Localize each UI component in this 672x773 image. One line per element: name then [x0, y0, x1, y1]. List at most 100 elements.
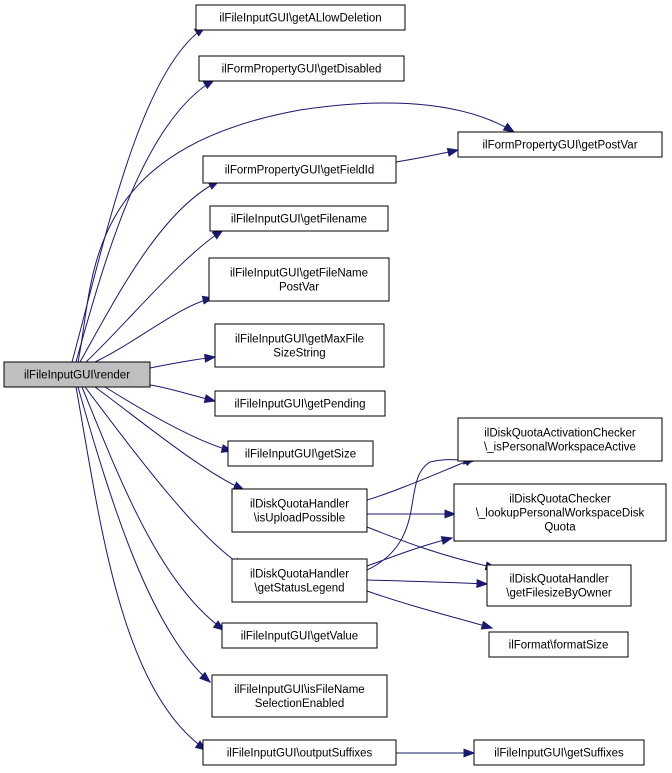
edge-line: [94, 386, 245, 491]
edge-root-to-fileNamePostVar: [94, 295, 215, 363]
node-uploadPossible[interactable]: ilDiskQuotaHandler \isUploadPossible: [231, 488, 368, 533]
node-fieldId[interactable]: ilFormPropertyGUI\getFieldId: [202, 155, 397, 184]
node-box: [488, 631, 629, 658]
node-box: [457, 417, 663, 462]
arrowhead-icon: [203, 394, 217, 403]
node-box: [202, 155, 397, 184]
call-nodes: ilFileInputGUI\render ilFileInputGUI\getA…: [3, 4, 667, 766]
edge-outputSuffixes-to-suffixes: [396, 748, 476, 758]
edge-line: [81, 386, 225, 631]
node-label: ilFileInputGUI\getPending: [234, 399, 365, 411]
node-outputSuffixes[interactable]: ilFileInputGUI\outputSuffixes: [202, 739, 397, 766]
node-label: ilDiskQuotaHandler: [250, 569, 349, 581]
node-label: ilFormat\formatSize: [509, 640, 609, 652]
node-label: ilFileInputGUI\getALlowDeletion: [219, 13, 381, 25]
edge-statusLegend-to-quotaChecker: [366, 536, 454, 567]
node-box: [221, 622, 378, 649]
node-box: [231, 488, 368, 533]
node-box: [457, 131, 663, 158]
edge-root-to-postVar: [77, 102, 516, 363]
edge-root-to-disabled: [75, 79, 216, 363]
node-label: SizeString: [273, 348, 325, 360]
node-label: \getFilesizeByOwner: [506, 588, 612, 600]
edge-line: [366, 579, 488, 585]
node-box: [473, 739, 645, 766]
node-box: [3, 361, 151, 388]
edge-root-to-fileNameSelection: [77, 386, 212, 683]
node-label: ilFileInputGUI\getMaxFile: [235, 334, 364, 346]
node-label: \_isPersonalWorkspaceActive: [484, 442, 636, 454]
node-label: ilDiskQuotaActivationChecker: [484, 428, 636, 440]
node-pending[interactable]: ilFileInputGUI\getPending: [214, 390, 386, 417]
node-activationChecker[interactable]: ilDiskQuotaActivationChecker \_isPersonal…: [457, 417, 663, 462]
arrowhead-icon: [199, 671, 212, 683]
edge-root-to-maxFileSize: [149, 353, 217, 369]
node-formatSize[interactable]: ilFormat\formatSize: [488, 631, 629, 658]
node-label: ilDiskQuotaHandler: [250, 499, 349, 511]
node-label: ilFormPropertyGUI\getDisabled: [222, 64, 382, 76]
node-label: \getStatusLegend: [254, 583, 344, 595]
arrowhead-icon: [212, 620, 226, 631]
node-label: \isUploadPossible: [254, 513, 345, 525]
edge-line: [77, 386, 211, 683]
arrowhead-icon: [204, 353, 217, 363]
node-box: [195, 4, 406, 31]
node-fileNameSelection[interactable]: ilFileInputGUI\isFileNameSelectionEnable…: [211, 674, 388, 718]
node-suffixes[interactable]: ilFileInputGUI\getSuffixes: [473, 739, 645, 766]
arrowhead-icon: [502, 122, 516, 133]
node-box: [214, 390, 386, 417]
node-box: [227, 440, 374, 467]
edge-line: [84, 386, 245, 568]
node-box: [453, 483, 667, 542]
node-label: ilDiskQuotaHandler: [509, 574, 608, 586]
node-label: ilFileInputGUI\getValue: [241, 631, 358, 643]
node-filesizeByOwner[interactable]: ilDiskQuotaHandler \getFilesizeByOwner: [486, 564, 632, 607]
node-label: ilFormPropertyGUI\getFieldId: [225, 165, 375, 177]
edge-root-to-outputSuffixes: [75, 386, 208, 751]
edge-line: [75, 386, 207, 751]
node-box: [211, 674, 388, 718]
node-box: [486, 564, 632, 607]
edge-root-to-pending: [149, 384, 217, 403]
node-label: ilFileInputGUI\isFileName: [234, 684, 364, 696]
node-root[interactable]: ilFileInputGUI\render: [3, 361, 151, 388]
node-label: ilFileInputGUI\getFileName: [230, 268, 368, 280]
node-label: ilFileInputGUI\getFilename: [231, 214, 367, 226]
node-allowDeletion[interactable]: ilFileInputGUI\getALlowDeletion: [195, 4, 406, 31]
node-label: ilFileInputGUI\outputSuffixes: [227, 748, 373, 760]
node-quotaChecker[interactable]: ilDiskQuotaChecker\_lookupPersonalWorksp…: [453, 483, 667, 542]
node-box: [209, 205, 389, 232]
node-box: [214, 323, 385, 368]
edge-line: [77, 102, 515, 363]
node-postVar[interactable]: ilFormPropertyGUI\getPostVar: [457, 131, 663, 158]
edge-line: [366, 526, 497, 569]
node-label: ilFileInputGUI\getSuffixes: [494, 748, 624, 760]
node-label: Quota: [544, 522, 576, 534]
arrowhead-icon: [476, 579, 489, 589]
edge-root-to-allowDeletion: [71, 26, 207, 363]
node-label: ilFileInputGUI\render: [24, 370, 130, 382]
edge-root-to-value: [81, 386, 226, 631]
node-disabled[interactable]: ilFormPropertyGUI\getDisabled: [198, 55, 405, 82]
node-value[interactable]: ilFileInputGUI\getValue: [221, 622, 378, 649]
arrowhead-icon: [463, 748, 476, 758]
node-size[interactable]: ilFileInputGUI\getSize: [227, 440, 374, 467]
edge-line: [366, 537, 453, 567]
node-label: ilFormPropertyGUI\getPostVar: [482, 140, 637, 152]
edge-line: [71, 26, 206, 363]
edge-fieldId-to-postVar: [395, 147, 460, 163]
node-statusLegend[interactable]: ilDiskQuotaHandler \getStatusLegend: [231, 558, 368, 603]
edge-statusLegend-to-filesizeByOwner: [366, 579, 489, 589]
edge-line: [75, 79, 215, 363]
node-label: PostVar: [279, 282, 319, 294]
node-box: [202, 739, 397, 766]
edge-root-to-fieldId: [79, 180, 221, 363]
node-filename[interactable]: ilFileInputGUI\getFilename: [209, 205, 389, 232]
edge-line: [366, 459, 475, 571]
edge-statusLegend-to-formatSize: [366, 590, 494, 630]
edge-line: [85, 229, 224, 363]
node-box: [198, 55, 405, 82]
